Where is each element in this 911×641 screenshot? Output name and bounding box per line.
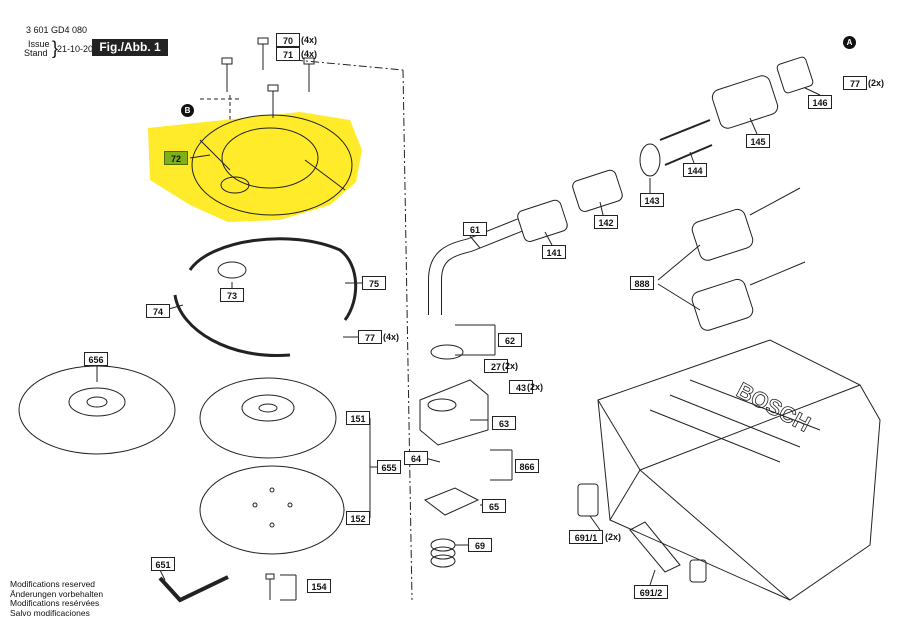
assembly-axis-left [402, 69, 413, 601]
part-label-142[interactable]: 142 [594, 215, 618, 229]
part-label-77b[interactable]: 77 [358, 330, 382, 344]
part-label-141[interactable]: 141 [542, 245, 566, 259]
part-label-64[interactable]: 64 [404, 451, 428, 465]
note-en: Modifications reserved [10, 579, 96, 589]
issue-date: 21-10-20 [57, 44, 94, 54]
part-label-72[interactable]: 72 [164, 151, 188, 165]
part-label-655[interactable]: 655 [377, 460, 401, 474]
part-label-62[interactable]: 62 [498, 333, 522, 347]
qty-77a: (2x) [868, 78, 885, 88]
note-es: Salvo modificaciones [10, 607, 90, 618]
hex-key-651-drawing [158, 575, 229, 603]
part-label-888[interactable]: 888 [630, 276, 654, 290]
part-label-69[interactable]: 69 [468, 538, 492, 552]
part-label-61[interactable]: 61 [463, 222, 487, 236]
part-label-146[interactable]: 146 [808, 95, 832, 109]
note-fr: Modifications resérvées [10, 598, 100, 608]
qty-691-1: (2x) [605, 532, 622, 542]
carrying-case-drawing [597, 339, 881, 601]
callout-b: B [181, 104, 194, 117]
part-label-691-2[interactable]: 691/2 [634, 585, 668, 599]
part-label-691-1[interactable]: 691/1 [569, 530, 603, 544]
part-label-65[interactable]: 65 [482, 499, 506, 513]
part-label-74[interactable]: 74 [146, 304, 170, 318]
modification-notes: Modifications reserved Änderungen vorbeh… [10, 579, 104, 618]
part-label-145[interactable]: 145 [746, 134, 770, 148]
part-label-70[interactable]: 70 [276, 33, 300, 47]
part-label-656[interactable]: 656 [84, 352, 108, 366]
part-label-144[interactable]: 144 [683, 163, 707, 177]
note-de: Änderungen vorbehalten [10, 588, 104, 599]
part-label-43[interactable]: 43 [509, 380, 533, 394]
qty-77b: (4x) [383, 332, 400, 342]
part-label-866[interactable]: 866 [515, 459, 539, 473]
brush-ring-74-75-drawing [173, 237, 358, 358]
velcro-pad-152-drawing [199, 465, 345, 555]
dust-hood-72-drawing [148, 112, 362, 222]
part-label-143[interactable]: 143 [640, 193, 664, 207]
issue-label: Issue [28, 39, 50, 49]
qty-70: (4x) [301, 35, 318, 45]
callout-a: A [843, 36, 856, 49]
part-label-77a[interactable]: 77 [843, 76, 867, 90]
housing-parts-drawing [419, 344, 489, 568]
part-label-152[interactable]: 152 [346, 511, 370, 525]
screws-70-71-drawing [221, 37, 315, 118]
part-label-63[interactable]: 63 [492, 416, 516, 430]
part-label-651[interactable]: 651 [151, 557, 175, 571]
extraction-tube-parts-drawing [517, 56, 814, 242]
figure-label: Fig./Abb. 1 [92, 39, 168, 56]
part-label-154[interactable]: 154 [307, 579, 331, 593]
clip-691-2-drawing [629, 521, 681, 573]
part-label-151[interactable]: 151 [346, 411, 370, 425]
part-label-71[interactable]: 71 [276, 47, 300, 61]
part-label-27[interactable]: 27 [484, 359, 508, 373]
assembly-axis-top [294, 59, 404, 71]
case-brand-text: BOSCH [733, 377, 815, 436]
sanding-pad-151-drawing [199, 377, 337, 459]
qty-27: (2x) [502, 361, 519, 371]
part-label-73[interactable]: 73 [220, 288, 244, 302]
hose-connectors-888-drawing [691, 187, 806, 331]
clip-691-1-drawing [577, 483, 599, 517]
stand-label: Stand [24, 48, 48, 58]
qty-71: (4x) [301, 49, 318, 59]
part-label-75[interactable]: 75 [362, 276, 386, 290]
issue-brace: } [52, 38, 59, 58]
doc-number: 3 601 GD4 080 [26, 25, 88, 35]
qty-43: (2x) [527, 382, 544, 392]
